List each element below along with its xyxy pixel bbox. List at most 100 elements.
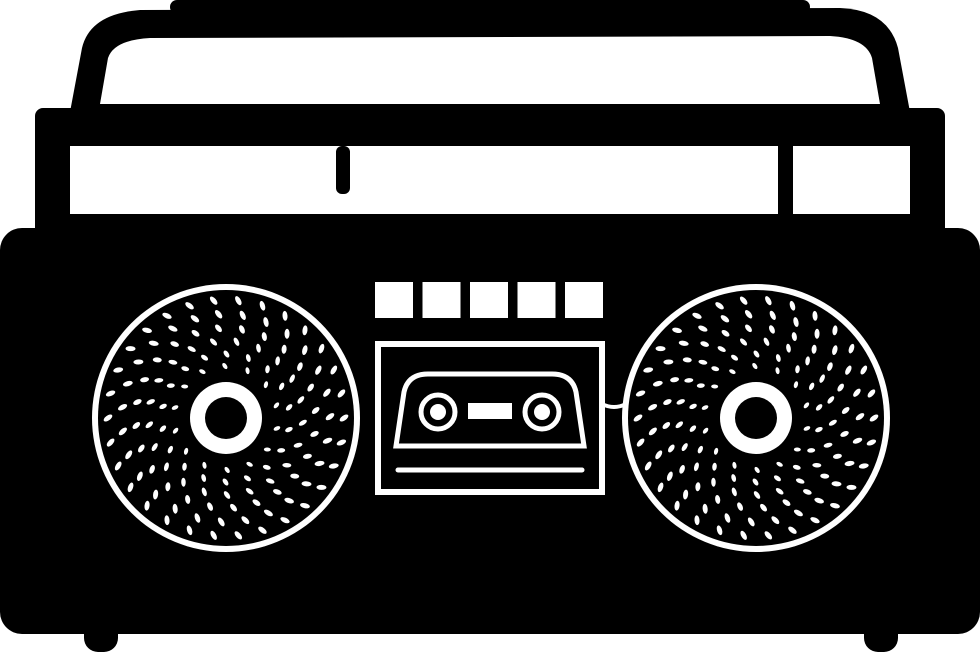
- speaker-grille-dot: [652, 380, 663, 387]
- speaker-grille-dot: [316, 484, 327, 490]
- speaker-grille-dot: [793, 381, 799, 389]
- speaker-grille-dot: [693, 462, 699, 472]
- transport-button-4: [517, 282, 556, 318]
- speaker-hub-center: [735, 397, 777, 439]
- speaker-grille-dot: [133, 399, 142, 406]
- speaker-grille-dot: [837, 383, 844, 392]
- speaker-grille-dot: [739, 296, 748, 305]
- speaker-grille-dot: [167, 445, 173, 454]
- cassette-deck: [375, 341, 627, 495]
- upper-deck: [35, 108, 945, 246]
- speaker-grille-dot: [682, 357, 692, 363]
- speaker-grille-dot: [831, 481, 842, 487]
- speaker-grille-dot: [185, 302, 194, 310]
- speaker-grille-dot: [713, 447, 719, 455]
- speaker-grille-dot: [711, 384, 719, 389]
- speaker-grille-dot: [265, 365, 270, 374]
- speaker-grille-dot: [245, 367, 250, 375]
- speaker-grille-dot: [297, 362, 303, 371]
- speaker-grille-dot: [712, 462, 717, 471]
- speaker-grille-dot: [263, 447, 271, 452]
- speaker-grille-dot: [256, 343, 261, 353]
- speaker-grille-dot: [165, 482, 171, 492]
- speaker-grille-dot: [793, 317, 799, 327]
- speaker-grille-dot: [284, 328, 290, 339]
- speaker-grille-dot: [711, 477, 716, 487]
- left-reel-icon: [418, 392, 458, 432]
- speaker-grille-dot: [153, 489, 159, 500]
- speaker-grille-dot: [238, 325, 245, 334]
- speaker-grille-dot: [681, 443, 688, 452]
- speaker-grille-dot: [263, 509, 273, 517]
- speaker-grille-dot: [663, 399, 672, 406]
- speaker-grille-dot: [795, 365, 800, 374]
- speaker-grille-dot: [105, 390, 116, 397]
- speaker-grille-dot: [297, 396, 305, 404]
- carry-handle: [70, 0, 910, 112]
- speaker-grille-dot: [765, 296, 772, 306]
- speaker-grille-dot: [740, 530, 747, 540]
- speaker-grille-dot: [103, 414, 113, 422]
- speaker-grille-dot: [662, 422, 671, 429]
- speaker-grille-dot: [154, 378, 164, 383]
- speaker-grille-dot: [689, 425, 697, 432]
- speaker-grille-dot: [737, 502, 744, 511]
- speaker-grille-dot: [675, 421, 684, 429]
- speaker-grille-dot: [803, 426, 811, 431]
- speaker-grille-dot: [866, 439, 877, 446]
- speaker-grille-dot: [815, 426, 823, 433]
- speaker-grille-dot: [298, 419, 307, 426]
- speaker-grille-dot: [209, 338, 218, 346]
- speaker-grille-dot: [207, 502, 214, 511]
- speaker-grille-dot: [776, 461, 783, 467]
- speaker-grille-dot: [732, 461, 737, 469]
- speaker-grille-dot: [181, 384, 189, 389]
- speaker-grille-dot: [678, 340, 689, 346]
- speaker-grille-dot: [805, 356, 810, 366]
- right-foot: [864, 610, 898, 652]
- speaker-grille-dot: [768, 325, 775, 334]
- speaker-grille-dot: [263, 317, 269, 327]
- speaker-grille-dot: [845, 365, 852, 375]
- speaker-grille-dot: [745, 324, 752, 333]
- speaker-grille-dot: [307, 383, 314, 392]
- speaker-grille-dot: [812, 310, 818, 321]
- speaker-grille-dot: [261, 332, 267, 342]
- speaker-grille-dot: [789, 300, 796, 311]
- speaker-grille-dot: [832, 453, 842, 459]
- speaker-grille-dot: [788, 526, 797, 534]
- speaker-grille-dot: [302, 453, 312, 459]
- speaker-grille-dot: [230, 503, 237, 512]
- speaker-grille-dot: [689, 403, 697, 410]
- speaker-grille-dot: [182, 462, 187, 471]
- speaker-grille-dot: [279, 382, 285, 391]
- speaker-grille-dot: [181, 366, 190, 372]
- speaker-grille-dot: [282, 462, 292, 468]
- speaker-grille-dot: [262, 464, 271, 470]
- speaker-grille-dot: [715, 302, 724, 310]
- speaker-grille-dot: [241, 516, 250, 525]
- speaker-grille-dot: [243, 475, 251, 482]
- speaker-grille-dot: [293, 442, 303, 448]
- speaker-grille-dot: [860, 365, 868, 375]
- speaker-grille-dot: [159, 425, 167, 432]
- speaker-grille-dot: [792, 464, 801, 470]
- speaker-grille-dot: [692, 312, 702, 319]
- speaker-hub-center: [205, 397, 247, 439]
- speaker-grille-dot: [322, 437, 333, 444]
- speaker-grille-dot: [672, 327, 682, 333]
- speaker-grille-dot: [775, 488, 784, 495]
- speaker-grille-dot: [674, 500, 680, 511]
- speaker-grille-dot: [233, 337, 240, 346]
- speaker-grille-dot: [259, 300, 266, 311]
- speaker-grille-dot: [311, 407, 320, 414]
- speaker-grille-dot: [125, 346, 136, 352]
- speaker-grille-dot: [140, 377, 150, 383]
- speaker-grille-dot: [138, 444, 145, 453]
- speaker-grille-dot: [811, 344, 817, 354]
- speaker-grille-dot: [336, 439, 347, 446]
- speaker-grille-dot: [803, 402, 810, 409]
- speaker-grille-dot: [823, 442, 833, 448]
- speaker-grille-dot: [752, 478, 759, 486]
